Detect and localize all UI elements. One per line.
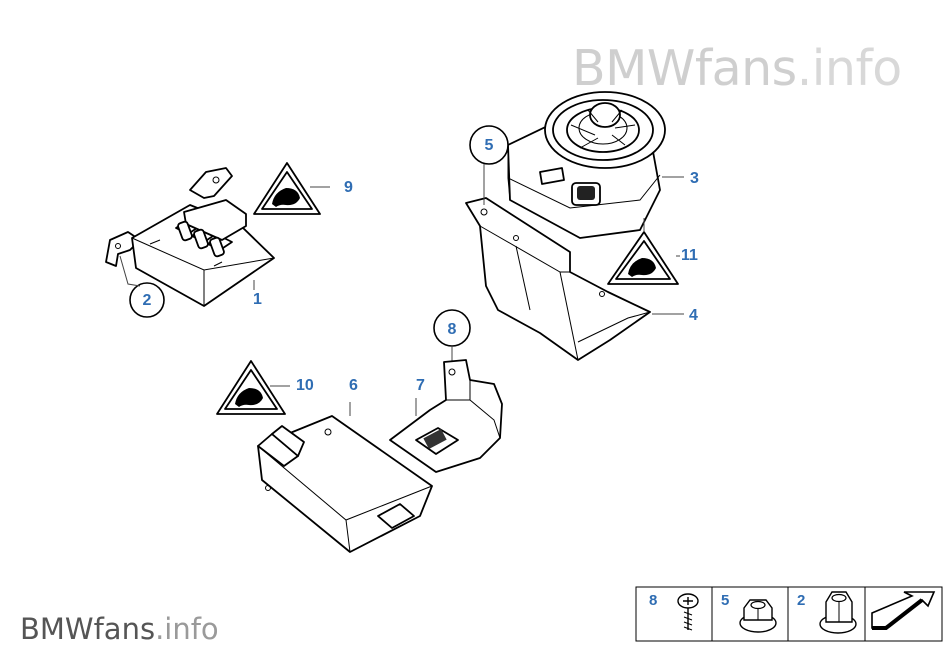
- part-2-callout-circle: [119, 255, 165, 318]
- legend-number-2: 2: [797, 592, 805, 609]
- callout-3: 3: [690, 170, 699, 187]
- next-page-arrow-icon[interactable]: [871, 591, 936, 630]
- callout-6: 6: [349, 377, 358, 394]
- watermark-bottom-suffix: .info: [155, 612, 219, 646]
- flange-nut-icon: [739, 599, 777, 633]
- part-7-bracket: [389, 359, 503, 473]
- callout-7: 7: [416, 377, 425, 394]
- callout-9: 9: [344, 179, 353, 196]
- callout-5: 5: [485, 137, 494, 154]
- callout-11: 11: [681, 247, 698, 264]
- legend-number-8: 8: [649, 592, 657, 609]
- callout-1: 1: [253, 291, 262, 308]
- watermark-bottom-main: BMWfans: [20, 612, 156, 646]
- part-10-warning-label: [216, 360, 290, 415]
- callout-8: 8: [448, 321, 457, 338]
- callout-4: 4: [689, 307, 698, 324]
- screw-icon: [677, 593, 699, 631]
- watermark-top: BMWfans.info: [572, 40, 902, 97]
- legend-box: 8 5 2: [635, 586, 943, 642]
- watermark-top-main: BMWfans: [572, 40, 797, 97]
- part-3-siren: [507, 91, 684, 239]
- part-9-warning-label: [253, 162, 330, 215]
- callout-10: 10: [296, 377, 314, 394]
- part-4-bracket: [465, 197, 684, 361]
- part-5-callout-circle: [469, 125, 509, 205]
- callout-2: 2: [143, 292, 152, 309]
- part-8-callout-circle: [433, 309, 471, 370]
- legend-number-5: 5: [721, 592, 729, 609]
- part-6-module: [257, 402, 433, 553]
- watermark-top-suffix: .info: [796, 40, 902, 97]
- hex-nut-icon: [819, 591, 857, 634]
- part-11-warning-label: [607, 218, 680, 285]
- watermark-bottom[interactable]: BMWfans.info: [20, 612, 219, 646]
- part-1-control-unit: [105, 167, 275, 307]
